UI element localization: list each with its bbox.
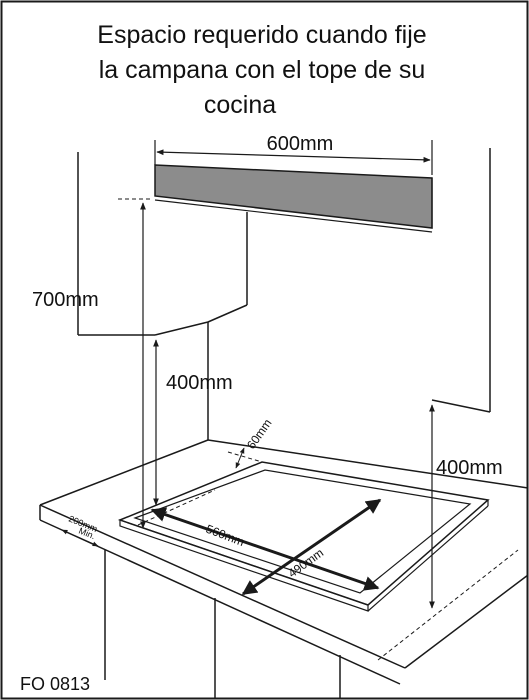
figure-code: FO 0813: [20, 674, 90, 694]
hood-width-dimension-line: [156, 149, 431, 163]
wall-clearance-label: 400mm: [436, 457, 503, 479]
cabinet-clearance-label: 400mm: [166, 372, 233, 394]
front-clearance-dimension-line: [61, 529, 99, 547]
hood-body: [154, 164, 433, 229]
left-cabinet-base-2: [207, 304, 248, 323]
title-line-2: la campana con el tope de su: [99, 56, 426, 84]
left-cabinet-base-1: [154, 321, 209, 336]
hood-bottom-edge: [154, 199, 433, 233]
cooktop-width-label: 560mm: [204, 522, 246, 549]
back-clearance-label: 60mm: [244, 416, 275, 451]
right-wall-base: [431, 399, 491, 413]
worktop-back-edge: [207, 439, 529, 489]
back-clearance-dashed: [227, 451, 263, 463]
title-line-3: cocina: [204, 91, 276, 119]
cooktop-right-lower-edge: [367, 505, 489, 612]
title-line-1: Espacio requerido cuando fije: [97, 21, 426, 49]
back-clearance-dimension-line: [235, 447, 245, 469]
cooktop-depth-arrow: [241, 498, 382, 596]
hood-height-label: 700mm: [32, 289, 99, 311]
right-clearance-dashed: [377, 549, 519, 661]
worktop-right-edge: [404, 574, 529, 669]
hood-width-label: 600mm: [267, 133, 334, 155]
worktop-left-back-edge: [39, 439, 209, 506]
